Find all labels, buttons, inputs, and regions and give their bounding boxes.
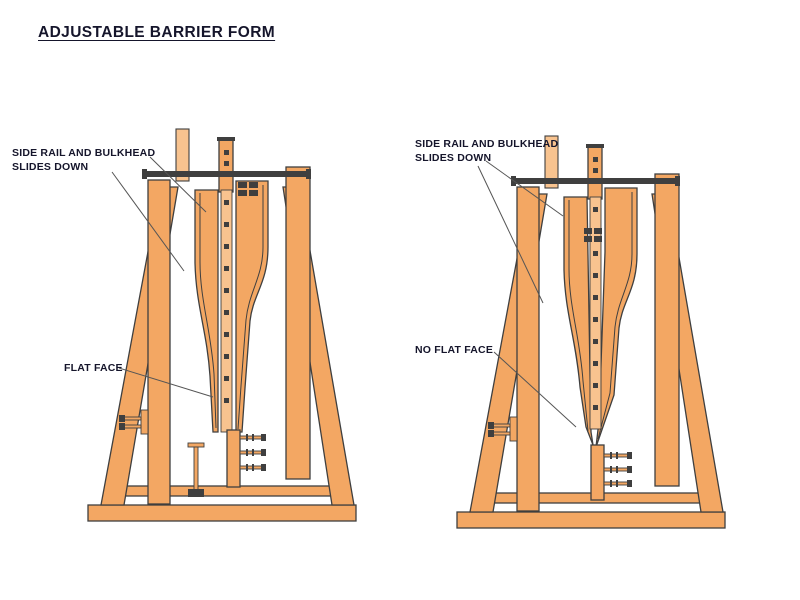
form-right-wall-inner [597, 192, 633, 440]
leader-lines [111, 156, 577, 428]
bulkhead-clamp [584, 228, 602, 242]
leader-side-rail-right-1 [485, 160, 564, 217]
top-rail-right-tab [306, 169, 311, 179]
leader-side-rail-left-1 [149, 156, 207, 213]
top-rail-right-tab [675, 176, 680, 186]
upper-post [175, 128, 190, 182]
form-bolts [603, 452, 632, 487]
leader-side-rail-left-2 [111, 171, 185, 272]
side-bolts [119, 415, 142, 430]
form-left-wall [194, 189, 219, 433]
right-panel [285, 166, 311, 480]
threaded-rod [187, 442, 205, 497]
center-rail-cap [586, 144, 604, 148]
base-plate [87, 504, 357, 522]
form-left-wall-inner [568, 200, 589, 432]
label-side-rail-left: SIDE RAIL AND BULKHEAD SLIDES DOWN [12, 147, 156, 173]
label-no-flat-face: NO FLAT FACE [415, 344, 494, 356]
label-flat-face: FLAT FACE [64, 362, 123, 374]
side-bolts [488, 422, 511, 437]
bottom-strip [590, 444, 605, 501]
page-title: ADJUSTABLE BARRIER FORM [38, 24, 276, 41]
left-post [516, 186, 540, 512]
leader-side-rail-right-2 [477, 165, 544, 304]
form-right-wall [235, 180, 269, 433]
left-post [147, 179, 171, 505]
leader-flat-face [118, 367, 214, 398]
figure-flat-face [87, 128, 357, 522]
center-rail-bolts [224, 150, 229, 403]
center-rail-bolts [593, 157, 598, 410]
right-panel [654, 173, 680, 487]
center-rail-cap [217, 137, 235, 141]
base-plate [456, 511, 726, 529]
form-left-wall-inner [199, 193, 217, 429]
center-rail [589, 196, 602, 430]
top-rail-left-tab [142, 169, 147, 179]
form-right-wall-inner [237, 185, 264, 430]
label-side-rail-right: SIDE RAIL AND BULKHEAD SLIDES DOWN [415, 138, 559, 164]
anchor-bracket [140, 409, 149, 435]
leader-no-flat-face [493, 351, 577, 428]
anchor-bracket [509, 416, 518, 442]
form-bolts [239, 434, 266, 471]
figure-no-flat-face [456, 135, 726, 529]
form-left-wall [563, 196, 594, 446]
bottom-strip [226, 429, 241, 488]
bulkhead-clamp [238, 182, 258, 196]
upper-post [544, 135, 559, 189]
